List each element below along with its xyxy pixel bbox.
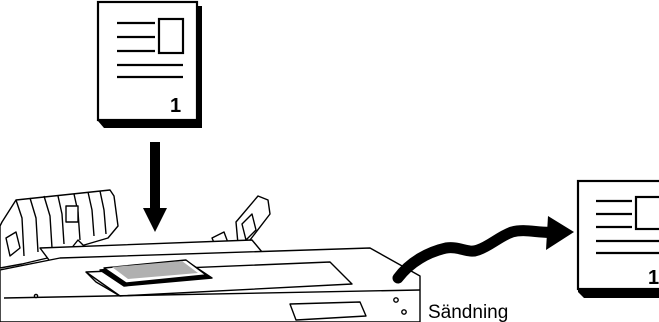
transmission-arrow-icon — [398, 216, 574, 278]
sent-page-number: 1 — [648, 267, 659, 289]
down-arrow-icon — [143, 142, 167, 232]
sent-document: 1 — [578, 181, 659, 298]
original-document: 1 — [98, 2, 202, 128]
original-page-number: 1 — [170, 95, 181, 117]
scanner-device — [0, 190, 420, 322]
transmission-label: Sändning — [428, 302, 508, 322]
